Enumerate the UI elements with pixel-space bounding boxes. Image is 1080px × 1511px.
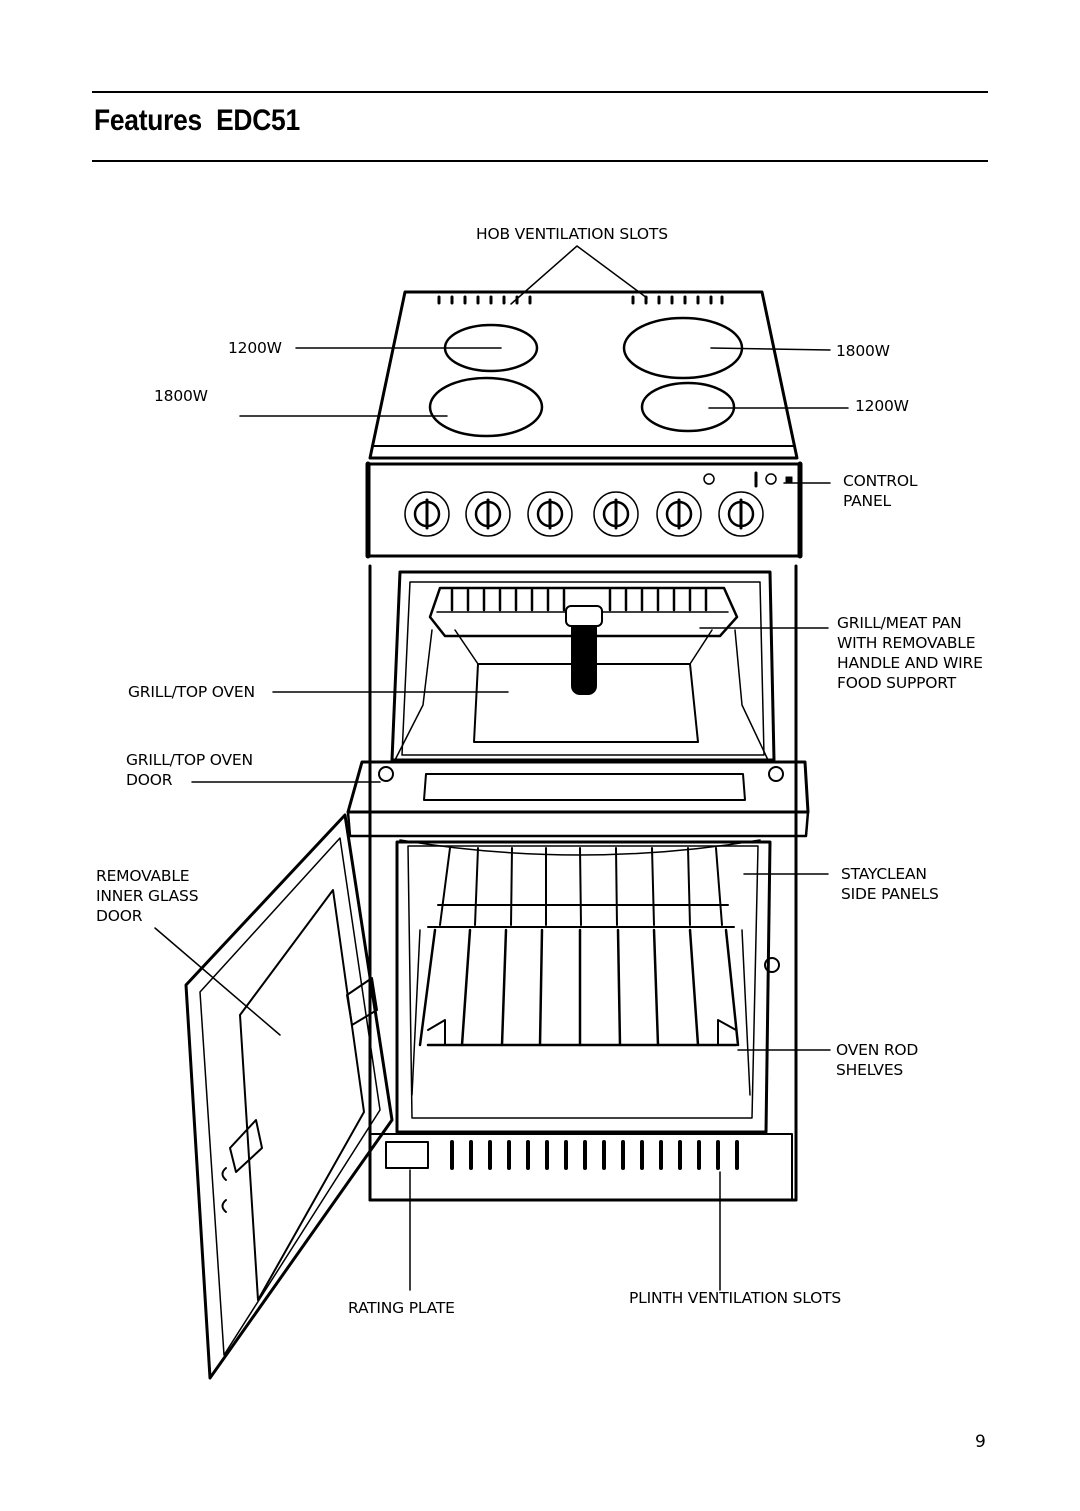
label-grill-top-oven-door: GRILL/TOP OVEN DOOR	[126, 751, 253, 789]
control-knob-6	[718, 491, 764, 537]
hob-ventilation-slots-left	[437, 295, 532, 305]
control-knob-1	[404, 491, 450, 537]
control-knob-3	[527, 491, 573, 537]
indicator-light-icon	[765, 473, 777, 485]
hotplate-left-front	[428, 376, 544, 438]
page-title: Features EDC51	[94, 104, 300, 137]
control-knob-4	[593, 491, 639, 537]
oven-rod-shelf-upper	[427, 847, 735, 928]
label-hob-ventilation-slots: HOB VENTILATION SLOTS	[476, 225, 668, 243]
label-stayclean-side-panels: STAYCLEAN SIDE PANELS	[841, 865, 939, 903]
oven-rod-shelf-lower	[418, 928, 740, 1047]
control-knob-2	[465, 491, 511, 537]
label-control-panel: CONTROL PANEL	[843, 472, 918, 510]
rating-plate-marker	[385, 1141, 429, 1169]
grill-top-oven-door	[346, 760, 810, 856]
main-oven	[395, 840, 780, 1134]
top-rule	[92, 91, 988, 93]
control-panel	[365, 461, 803, 559]
label-rating-plate: RATING PLATE	[348, 1299, 455, 1317]
leader-lines	[154, 245, 849, 1291]
grill-pan	[428, 586, 739, 695]
label-hob-right-front-wattage: 1200W	[855, 397, 909, 415]
label-oven-rod-shelves: OVEN ROD SHELVES	[836, 1041, 919, 1079]
hob-ventilation-slots-right	[631, 295, 724, 305]
page-number: 9	[975, 1432, 986, 1452]
indicator-light-icon	[703, 473, 715, 485]
title-underline-rule	[92, 160, 988, 162]
label-hob-left-front-wattage: 1800W	[154, 387, 208, 405]
grill-top-oven	[390, 570, 776, 762]
main-oven-door	[184, 813, 394, 1380]
label-grill-meat-pan: GRILL/MEAT PAN WITH REMOVABLE HANDLE AND…	[837, 614, 983, 692]
control-knob-5	[656, 491, 702, 537]
label-hob-left-rear-wattage: 1200W	[228, 339, 282, 357]
plinth	[369, 1133, 793, 1201]
hotplate-right-front	[640, 381, 736, 433]
label-removable-inner-glass-door: REMOVABLE INNER GLASS DOOR	[96, 867, 199, 925]
inner-glass-panel	[239, 889, 365, 1301]
oven-rear-wall	[473, 663, 699, 743]
label-hob-right-rear-wattage: 1800W	[836, 342, 890, 360]
label-plinth-ventilation-slots: PLINTH VENTILATION SLOTS	[629, 1289, 842, 1307]
label-grill-top-oven: GRILL/TOP OVEN	[128, 683, 255, 701]
plinth-ventilation-slots	[450, 1140, 739, 1170]
hob	[368, 290, 799, 460]
